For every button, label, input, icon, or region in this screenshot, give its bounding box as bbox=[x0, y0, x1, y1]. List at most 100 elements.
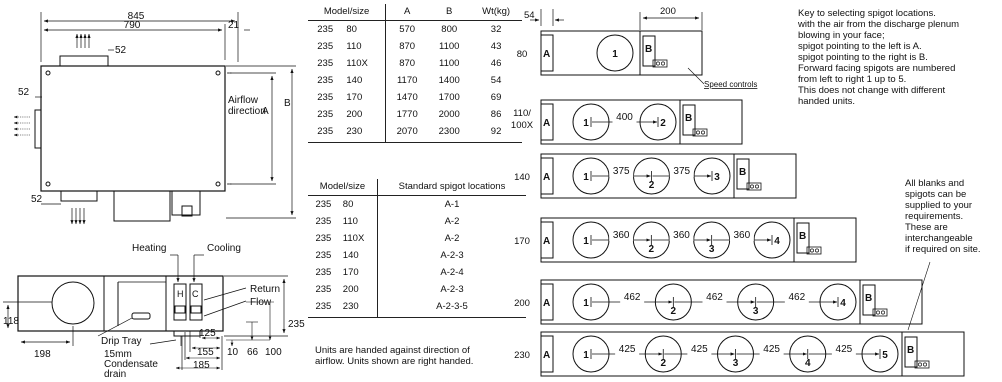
condensate-label-3: drain bbox=[104, 369, 126, 377]
key-line: Key to selecting spigot locations. bbox=[798, 8, 936, 19]
key-line: blowing in your face; bbox=[798, 30, 885, 41]
table-cell: 235 bbox=[315, 250, 332, 261]
table-cell: 235 bbox=[317, 41, 334, 52]
table-cell: 69 bbox=[490, 92, 502, 103]
spigot-number: 1 bbox=[583, 118, 589, 129]
table-cell: 46 bbox=[490, 58, 502, 69]
spigot-number: 2 bbox=[671, 306, 677, 317]
dim-118: 118 bbox=[3, 316, 19, 327]
dim-52-top: 52 bbox=[115, 45, 127, 56]
table-cell: A-2 bbox=[377, 230, 526, 247]
table-cell: 170 bbox=[346, 92, 363, 103]
side-view bbox=[3, 254, 288, 370]
table-cell: 86 bbox=[490, 109, 502, 120]
spigot-gap-dim: 425 bbox=[836, 344, 853, 355]
c-label: C bbox=[192, 289, 199, 299]
speed-control-icon bbox=[806, 246, 822, 255]
spigot-number: 2 bbox=[649, 180, 655, 191]
unit-model-label: 140 bbox=[514, 172, 530, 183]
spigot-number: 2 bbox=[660, 358, 666, 369]
spigot-number: 1 bbox=[583, 298, 589, 309]
table-cell: 230 bbox=[338, 298, 378, 318]
unit-model-label: 80 bbox=[517, 49, 528, 60]
col-header: Standard spigot locations bbox=[377, 179, 526, 196]
spigot-gap-dim: 375 bbox=[613, 166, 630, 177]
col-header: Wt(kg) bbox=[470, 4, 522, 21]
spigot-number: 1 bbox=[583, 172, 589, 183]
key-line: with the air from the discharge plenum bbox=[798, 19, 960, 30]
table-cell: A-2-3-5 bbox=[377, 298, 526, 318]
dim-200: 200 bbox=[660, 6, 676, 17]
spigot-b-label: B bbox=[739, 167, 746, 178]
table-cell: 80 bbox=[342, 199, 354, 210]
table-cell: 1100 bbox=[439, 58, 460, 69]
key-line: spigot pointing to the left is A. bbox=[798, 41, 922, 52]
table-cell: 235 bbox=[317, 109, 334, 120]
dim-100: 100 bbox=[265, 347, 282, 358]
table-cell: 1770 bbox=[385, 106, 429, 123]
spigot-a-label: A bbox=[543, 49, 550, 60]
return-label: Return bbox=[250, 284, 280, 295]
blanks-line: supplied to your bbox=[905, 200, 973, 211]
blanks-line: These are bbox=[905, 222, 948, 233]
table-cell: 870 bbox=[385, 55, 429, 72]
spigot-gap-dim: 425 bbox=[763, 344, 780, 355]
dim-a-label: A bbox=[262, 106, 269, 117]
table-cell: 1700 bbox=[438, 92, 460, 103]
spigot-gap-dim: 400 bbox=[616, 112, 633, 123]
key-line: from left to right 1 up to 5. bbox=[798, 74, 907, 85]
airflow-label-2: direction bbox=[228, 106, 266, 117]
table-cell: 235 bbox=[315, 267, 332, 278]
key-line: Forward facing spigots are numbered bbox=[798, 63, 956, 74]
unit-model-label: 230 bbox=[514, 350, 530, 361]
table-cell: 235 bbox=[315, 199, 332, 210]
condensate-label-1: 15mm bbox=[104, 349, 132, 360]
blanks-line: interchangeable bbox=[905, 233, 973, 244]
spigot-a-label: A bbox=[543, 236, 550, 247]
table-cell: 43 bbox=[490, 41, 502, 52]
table-cell: 110 bbox=[342, 216, 358, 227]
spigot-gap-dim: 360 bbox=[733, 230, 750, 241]
spigot-gap-dim: 462 bbox=[624, 292, 641, 303]
dim-21: 21 bbox=[228, 20, 240, 31]
spigot-b-label: B bbox=[645, 44, 652, 55]
table-cell: 2070 bbox=[385, 123, 429, 143]
dim-66: 66 bbox=[247, 347, 259, 358]
spigot-gap-dim: 425 bbox=[691, 344, 708, 355]
spigot-number: 5 bbox=[882, 350, 888, 361]
table-cell: 110 bbox=[346, 41, 362, 52]
heating-label: Heating bbox=[132, 243, 166, 254]
table-cell: A-2-4 bbox=[377, 264, 526, 281]
dim-235: 235 bbox=[288, 319, 305, 330]
table-cell: 32 bbox=[490, 24, 502, 35]
spigot-number: 4 bbox=[805, 358, 811, 369]
table-cell: 170 bbox=[342, 267, 359, 278]
spigot-number: 4 bbox=[840, 298, 846, 309]
dim-185: 185 bbox=[193, 360, 210, 371]
speed-control-icon bbox=[692, 128, 708, 137]
table-cell: A-2-3 bbox=[377, 247, 526, 264]
spigot-gap-dim: 462 bbox=[706, 292, 723, 303]
blanks-line: if required on site. bbox=[905, 244, 981, 255]
h-label: H bbox=[177, 289, 184, 299]
table-cell: 2000 bbox=[438, 109, 460, 120]
spigot-number: 1 bbox=[612, 49, 618, 60]
spigot-a-label: A bbox=[543, 118, 550, 129]
spigot-number: 3 bbox=[753, 306, 759, 317]
dim-54: 54 bbox=[524, 10, 535, 21]
spigot-gap-dim: 360 bbox=[673, 230, 690, 241]
blanks-line: requirements. bbox=[905, 211, 964, 222]
table-cell: 870 bbox=[385, 38, 429, 55]
